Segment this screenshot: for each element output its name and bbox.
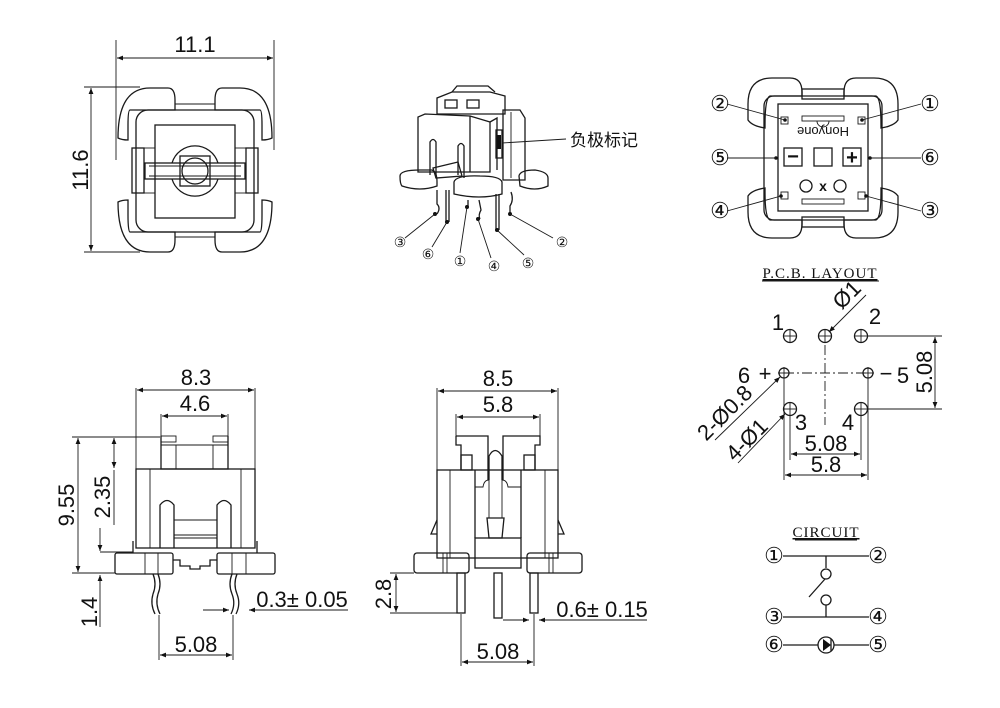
- pcb-pin-number-4: 4: [842, 410, 854, 435]
- foot-bottom-left: [117, 199, 176, 253]
- pcb-pin-number-1: 1: [772, 310, 784, 335]
- pcb-layout: P.C.B. LAYOUT 1 2 6 + − 5 3 4 Ø1 2-Ø0.8 …: [692, 266, 942, 480]
- bottom-pin-label-6: ⑥: [920, 145, 940, 170]
- iso-view: ③ ⑥ ① ④ ⑤ ② 负极标记: [394, 85, 638, 274]
- pcb-pin-number-3: 3: [795, 410, 807, 435]
- side-dim-pitch: 5.08: [477, 639, 520, 664]
- top-view: 11.1 11.6: [68, 32, 275, 253]
- bottom-pin-label-2: ②: [710, 91, 730, 116]
- iso-pin-label-2: ②: [556, 234, 569, 250]
- plus-pad: [842, 147, 862, 167]
- pcb-layout-title: P.C.B. LAYOUT: [763, 266, 878, 282]
- x-mark: x: [819, 178, 827, 194]
- dim-label-height: 11.6: [68, 149, 93, 190]
- center-bar: [144, 162, 246, 180]
- iso-pin-label-6: ⑥: [422, 246, 435, 262]
- actuator-cap: [154, 124, 236, 219]
- bottom-view: Honyone − + x ② ① ⑤ ⑥ ④ ③: [710, 77, 940, 239]
- pcb-hole-1: [782, 328, 798, 344]
- pcb-pin-number-6: 6: [738, 363, 750, 388]
- circuit-title: CIRCUIT: [793, 525, 860, 541]
- pcb-hole-center: [817, 328, 833, 344]
- side-view: 8.5 5.8 2.8 5.08: [371, 366, 648, 666]
- side-dim-cap: 5.8: [483, 392, 514, 417]
- bottom-pin-label-4: ④: [710, 198, 730, 223]
- foot-bottom-right: [214, 199, 273, 253]
- bottom-pin-label-1: ①: [920, 91, 940, 116]
- bottom-inner: [777, 103, 869, 212]
- iso-pin-label-3: ③: [394, 234, 407, 250]
- front-body: [135, 468, 256, 549]
- pcb-minus-mark: −: [880, 361, 893, 386]
- pcb-pin-number-5: 5: [897, 363, 909, 388]
- led-lens: [181, 157, 209, 185]
- led-symbol: [817, 636, 835, 654]
- pcb-dim-outer: 5.8: [811, 452, 842, 477]
- plus-symbol: +: [846, 147, 858, 169]
- side-dim-width: 8.5: [483, 366, 514, 391]
- front-dim-height: 9.55: [54, 484, 79, 527]
- circuit-pin-3: ③: [764, 604, 784, 629]
- negative-mark-callout: 负极标记: [570, 131, 638, 151]
- pcb-plus-mark: +: [759, 361, 772, 386]
- switch-body: [135, 109, 255, 233]
- circuit-diagram: CIRCUIT ① ② ③ ④ ⑥ ⑤: [764, 525, 888, 657]
- bottom-pin-label-3: ③: [920, 198, 940, 223]
- foot-top-right: [214, 87, 273, 141]
- front-dim-pitch: 5.08: [175, 632, 218, 657]
- iso-pin-label-5: ⑤: [522, 255, 535, 271]
- circuit-pin-2: ②: [868, 543, 888, 568]
- pcb-hole-2: [853, 328, 869, 344]
- pcb-dim-inner: 5.08: [805, 431, 848, 456]
- polarity-mark: [495, 129, 503, 159]
- iso-pin-label-4: ④: [488, 258, 501, 274]
- pcb-hole-6: [778, 367, 790, 379]
- bottom-pin-label-5: ⑤: [710, 145, 730, 170]
- foot-top-left: [117, 87, 176, 141]
- callout-leader: [501, 138, 567, 144]
- iso-pin-label-1: ①: [454, 253, 467, 269]
- dim-label-width: 11.1: [174, 32, 215, 57]
- front-dim-travel: 2.35: [90, 476, 115, 519]
- front-dim-cap: 4.6: [180, 391, 211, 416]
- brand-text: Honyone: [797, 124, 849, 139]
- pcb-dim-vertical: 5.08: [912, 351, 937, 394]
- bottom-body: [763, 95, 883, 221]
- side-dim-pin-thickness: 0.6± 0.15: [556, 597, 648, 622]
- side-dim-pin-length: 2.8: [371, 579, 396, 610]
- circuit-pin-6: ⑥: [764, 632, 784, 657]
- front-dim-pin-length: 1.4: [77, 597, 102, 628]
- minus-pad: [783, 147, 803, 167]
- center-pad: [813, 147, 833, 167]
- circuit-pin-4: ④: [868, 604, 888, 629]
- led-window: [179, 155, 211, 187]
- minus-symbol: −: [787, 146, 799, 168]
- pcb-hole-5: [862, 367, 874, 379]
- pcb-hole-4: [853, 401, 869, 417]
- side-body: [436, 469, 559, 559]
- circuit-pin-5: ⑤: [868, 632, 888, 657]
- front-dim-pin-thickness: 0.3± 0.05: [256, 587, 348, 612]
- circuit-pin-1: ①: [764, 543, 784, 568]
- front-view: 8.3 4.6 9.55 2.35: [54, 365, 348, 660]
- front-dim-width: 8.3: [181, 365, 212, 390]
- pcb-pin-number-2: 2: [869, 304, 881, 329]
